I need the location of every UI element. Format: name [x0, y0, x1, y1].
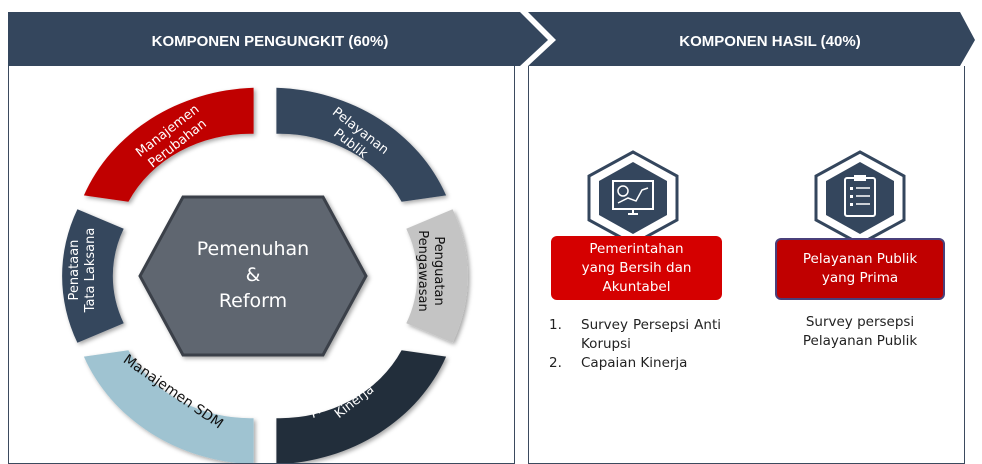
right-header-title: KOMPONEN HASIL (40%) [679, 33, 861, 50]
list-num-2: 2. [549, 355, 562, 371]
center-line-2: & [245, 264, 261, 286]
left-header-banner [8, 12, 548, 66]
right-header-banner [528, 12, 975, 66]
box-line: yang Prima [821, 270, 899, 286]
result-box-pemerintahan: Pemerintahan yang Bersih dan Akuntabel [551, 236, 722, 300]
list-item-1: Survey Persepsi Anti Korupsi [581, 317, 721, 352]
clipboard-checklist-icon [814, 150, 906, 246]
left-header-title: KOMPONEN PENGUNGKIT (60%) [151, 33, 389, 50]
label-penguatan-pengawasan: Penguatan Pengawasan [414, 221, 446, 321]
monitor-chart-icon [587, 150, 679, 246]
reform-wheel [62, 87, 468, 463]
segment-akuntabilitas-kinerja [276, 350, 447, 463]
box-line: Akuntabel [602, 278, 671, 295]
label-line: Tata Laksana [83, 227, 98, 313]
note-line: Pelayanan Publik [802, 333, 918, 349]
segment-penguatan-pengawasan [406, 209, 468, 343]
box-line: yang Bersih dan [581, 259, 692, 276]
center-line-1: Pemenuhan [196, 238, 310, 260]
right-result-note: Survey persepsi Pelayanan Publik [780, 313, 940, 351]
label-line: Penguatan [431, 236, 446, 306]
list-num-1: 1. [549, 317, 562, 333]
result-box-pelayanan: Pelayanan Publik yang Prima [775, 238, 945, 300]
segment-pelayanan-publik [276, 87, 447, 202]
label-line: Penataan [67, 239, 82, 301]
segment-manajemen-perubahan [83, 87, 254, 202]
note-line: Survey persepsi [805, 314, 915, 330]
box-line: Pelayanan Publik [802, 251, 918, 267]
box-line: Pemerintahan [589, 240, 684, 257]
center-label: Pemenuhan & Reform [180, 236, 326, 314]
segment-penataan-tata-laksana [62, 209, 124, 343]
segment-manajemen-sdm [83, 350, 254, 463]
label-penataan-tata-laksana: Penataan Tata Laksana [67, 220, 99, 320]
label-line: Pengawasan [415, 230, 430, 312]
center-line-3: Reform [218, 290, 288, 312]
list-item-2: Capaian Kinerja [581, 355, 688, 371]
center-hexagon [138, 195, 368, 357]
header-banners [8, 12, 975, 66]
